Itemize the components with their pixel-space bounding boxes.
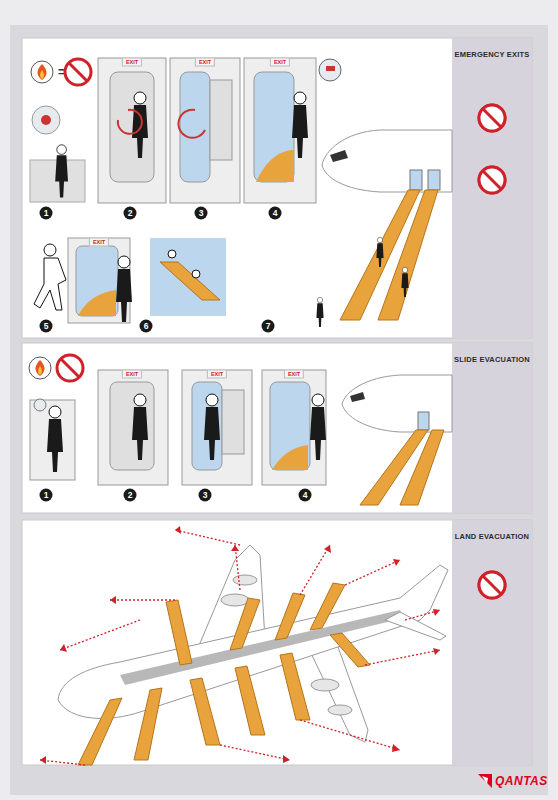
exit-sign: EXIT xyxy=(89,238,109,247)
exit-sign: EXIT xyxy=(270,58,290,67)
exit-sign: EXIT xyxy=(207,370,227,379)
callout-number: 3 xyxy=(195,207,208,220)
callout-number: 4 xyxy=(269,207,282,220)
callout-number: 1 xyxy=(40,207,53,220)
callout-number: 3 xyxy=(199,489,212,502)
card-panel: SLIDE EVACUATION xyxy=(22,343,532,513)
callout-number: 1 xyxy=(40,489,53,502)
panel-heading: EMERGENCY EXITS xyxy=(454,50,530,60)
callout-number: 2 xyxy=(124,489,137,502)
callout-number: 6 xyxy=(140,320,153,333)
card-panel: EMERGENCY EXITS xyxy=(22,38,532,338)
exit-sign: EXIT xyxy=(284,370,304,379)
exit-sign: EXIT xyxy=(195,58,215,67)
callout-number: 4 xyxy=(299,489,312,502)
card-panel: LAND EVACUATION xyxy=(22,520,532,765)
callout-number: 7 xyxy=(262,320,275,333)
exit-sign: EXIT xyxy=(122,370,142,379)
airline-logo: QANTAS xyxy=(495,774,548,788)
exit-sign: EXIT xyxy=(122,58,142,67)
callout-number: 5 xyxy=(40,320,53,333)
panel-heading: LAND EVACUATION xyxy=(454,532,530,542)
callout-number: 2 xyxy=(124,207,137,220)
panel-heading: SLIDE EVACUATION xyxy=(454,355,530,365)
